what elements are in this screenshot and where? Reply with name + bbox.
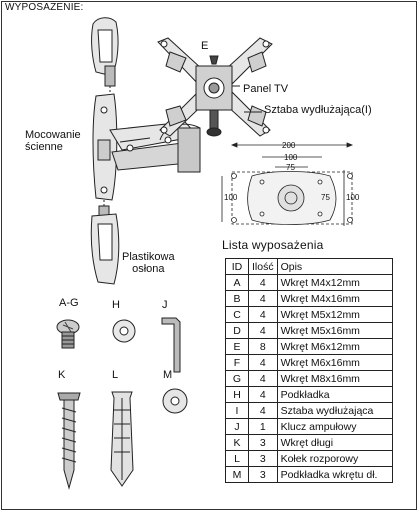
dimension-drawing (221, 142, 354, 226)
part-desc: Wkręt M8x16mm (276, 370, 393, 387)
articulating-arms (109, 121, 201, 173)
part-desc: Wkręt M6x16mm (276, 354, 393, 371)
dim-100-width: 100 (284, 153, 298, 162)
wall-plate-top (91, 17, 119, 93)
col-id: ID (225, 258, 249, 275)
vesa-bracket (157, 37, 273, 137)
label-plastic-cover: Plastikowa osłona (122, 251, 175, 275)
part-desc: Wkręt M4x12mm (276, 274, 393, 291)
label-wall-mount: Mocowanie ścienne (25, 129, 81, 153)
wall-plate-main (92, 93, 118, 201)
plastic-cover (90, 200, 120, 285)
part-desc: Wkręt M6x12mm (276, 338, 393, 355)
dim-100-left: 100 (224, 193, 238, 202)
label-hw-l: L (112, 369, 119, 381)
parts-table-header: ID Ilość Opis (225, 258, 393, 275)
label-hw-m: M (163, 369, 173, 381)
part-desc: Wkręt M5x16mm (276, 322, 393, 339)
part-qty: 1 (248, 418, 278, 435)
part-qty: 4 (248, 274, 278, 291)
part-desc: Podkładka (276, 386, 393, 403)
part-desc: Wkręt M5x12mm (276, 306, 393, 323)
part-id: I (225, 402, 249, 419)
allen-key-j (161, 317, 181, 373)
label-hw-ag: A-G (59, 297, 79, 309)
col-qty: Ilość (248, 258, 278, 275)
part-id: J (225, 418, 249, 435)
part-qty: 4 (248, 322, 278, 339)
part-qty: 4 (248, 370, 278, 387)
part-id: F (225, 354, 249, 371)
part-id: H (225, 386, 249, 403)
part-desc: Wkręt długi (276, 434, 393, 451)
dim-100-right: 100 (346, 193, 360, 202)
screw-ag (56, 319, 80, 349)
part-id: C (225, 306, 249, 323)
part-desc: Podkładka wkrętu dł. (276, 466, 393, 483)
dim-200: 200 (282, 141, 296, 150)
part-qty: 4 (248, 354, 278, 371)
part-id: A (225, 274, 249, 291)
part-qty: 8 (248, 338, 278, 355)
washer-h (112, 319, 136, 343)
part-qty: 3 (248, 434, 278, 451)
dim-75-width: 75 (286, 163, 295, 172)
label-panel-tv: Panel TV (243, 83, 289, 95)
part-desc: Wkręt M4x16mm (276, 290, 393, 307)
part-id: D (225, 322, 249, 339)
parts-list-title: Lista wyposażenia (222, 238, 324, 252)
dim-75-height: 75 (321, 193, 330, 202)
extension-bars (165, 51, 267, 127)
part-qty: 3 (248, 450, 278, 467)
label-hw-j: J (162, 299, 168, 311)
part-id: L (225, 450, 249, 467)
page-header: WYPOSAŻENIE: (5, 2, 84, 13)
part-qty: 4 (248, 306, 278, 323)
long-screw-k (57, 392, 81, 490)
part-desc: Sztaba wydłużająca (276, 402, 393, 419)
part-id: E (225, 338, 249, 355)
part-qty: 4 (248, 402, 278, 419)
part-qty: 3 (248, 466, 278, 483)
washer-m (162, 388, 188, 414)
part-qty: 4 (248, 290, 278, 307)
col-desc: Opis (276, 258, 393, 275)
label-extension-bar: Sztaba wydłużająca(I) (264, 104, 372, 116)
part-id: G (225, 370, 249, 387)
part-id: K (225, 434, 249, 451)
part-id: M (225, 466, 249, 483)
part-desc: Kołek rozporowy (276, 450, 393, 467)
label-e: E (201, 40, 209, 52)
part-id: B (225, 290, 249, 307)
wall-anchor-l (110, 391, 134, 487)
label-hw-k: K (58, 369, 66, 381)
part-desc: Klucz ampułowy (276, 418, 393, 435)
label-hw-h: H (112, 299, 120, 311)
part-qty: 4 (248, 386, 278, 403)
